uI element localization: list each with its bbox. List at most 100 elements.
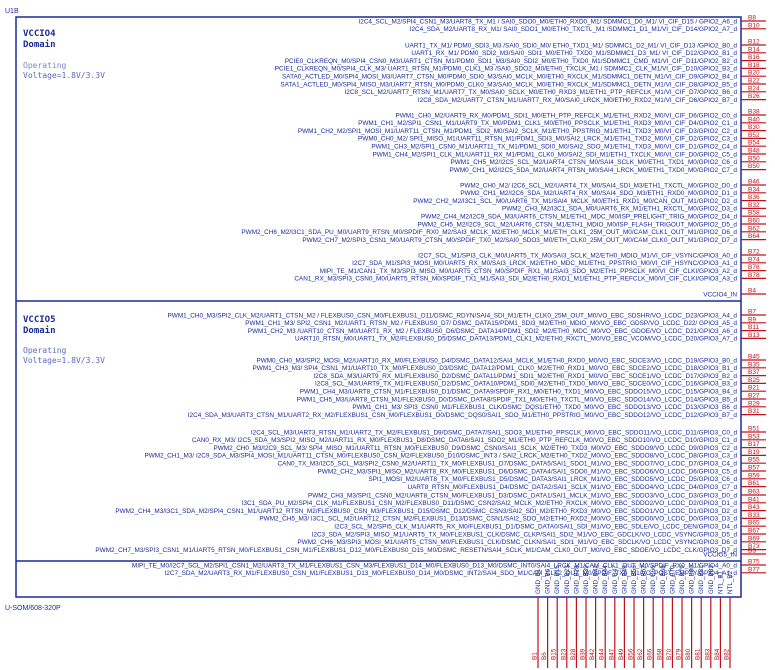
gnd-pin-number: B79 xyxy=(676,648,683,660)
pin-function-label: SATA1_ACTLED_M0/SPI4_MISO_M3/UART7_RTSN_… xyxy=(280,81,737,88)
pin-function-label: PWM2_CH0_M2/ I2C6_SCL_M2/UART4_TX_M0/SAI… xyxy=(460,182,737,189)
pin-number: B57 xyxy=(748,465,760,472)
pin-number: B14 xyxy=(748,46,760,53)
gnd-pin-number: B6 xyxy=(541,652,548,660)
pin-function-label: I2C4_SDA_M2/UART8_RX_M1/ SAI0_SDO1_M0/ET… xyxy=(410,26,738,33)
pin-function-label: PWM2_CH4_M3/I3C1_SDA_M2/SPI4_CSN1_M1/UAR… xyxy=(115,508,737,515)
pin-function-label: PWM2_CH0_M3/I2C9_SCL_M3/ SPI4_MISO_M1/UA… xyxy=(213,445,737,452)
pin-number: B38 xyxy=(748,109,760,116)
gnd-pin-number: B66 xyxy=(647,648,654,660)
domain-title: VCCIO4 xyxy=(23,29,56,39)
gnd-pin-label: GND_B79 xyxy=(679,565,686,594)
pin-number: B27 xyxy=(748,393,760,400)
pin-number: B63 xyxy=(748,489,760,496)
pin-function-label: CAN0_TX_M3/I2C5_SCL_M3/SPI2_CSN0_M2/UART… xyxy=(278,461,738,468)
gnd-pin-label: GND_B6 xyxy=(545,568,552,594)
gnd-pin-label: GND_B1 xyxy=(535,568,542,594)
gnd-pin-label: GND_B47 xyxy=(612,565,619,594)
domain-vccio4-label: VCCIO4 Domain Operating Voltage=1.8V/3.3… xyxy=(23,29,105,80)
pin-function-label: PWM1_CH2_M3 /UART10_CTSN_M0/UART1_RX_M2 … xyxy=(248,328,738,335)
gnd-pin-number: B70 xyxy=(666,648,673,660)
pin-number: B76 xyxy=(748,264,760,271)
pin-function-label: I2C8_SCL_M3/UART9_TX_M1/FLEXBUS0_D2/DSMC… xyxy=(315,381,737,388)
gnd-pin-label: GND_B62 xyxy=(641,565,648,594)
pin-function-label: PWM2_CH3_M3/SPI1_CSN0_M2/UART8_CTSN_M0/F… xyxy=(308,492,737,499)
pin-number: B9 xyxy=(748,316,756,323)
pin-function-label: PWM1_CH1_M2/SPI1_CSN1_M1/UART9_TX_M0/PDM… xyxy=(358,120,737,127)
pin-number: B41 xyxy=(748,496,760,503)
pin-number: B62 xyxy=(748,225,760,232)
part-name: U-SOM/608-320P xyxy=(5,605,61,612)
pin-number: B29 xyxy=(748,400,760,407)
pin-number: B25 xyxy=(748,377,760,384)
pin-function-label: MIPI_TE_M0/I2C7_SCL_M2/SPI1_CSN1_M2/UART… xyxy=(132,562,738,569)
gnd-pin-number: B39 xyxy=(580,648,587,660)
gnd-pin-label: GND_B49 xyxy=(621,565,628,594)
gnd-pin-label: GND_B23 xyxy=(564,565,571,594)
operating-label: Operating xyxy=(23,346,67,355)
pin-function-label: PWM2_CH7_M2/SPI3_CSN1_M0/UART9_CTSN_M0/S… xyxy=(302,237,737,244)
gnd-pin-number: B49 xyxy=(618,648,625,660)
pin-number: B53 xyxy=(748,433,760,440)
gnd-pin-label: GND_B44 xyxy=(602,565,609,594)
pin-number: B37 xyxy=(748,369,760,376)
pin-function-label: I2C8_SDA_M3/UART9_RX_M1/FLEXBUS0_D2/DSMC… xyxy=(313,373,737,380)
pin-function-label: CAN0_RX_M3/ I2C5_SDA_M3/SPI2_MISO_M2/UAR… xyxy=(192,437,738,444)
pin-number: B19 xyxy=(748,449,760,456)
pin-function-label: PWM1_CH2_M2/SPI1_MOSI_M1/UART11_CTSN_M1/… xyxy=(298,128,738,135)
pin-number: B72 xyxy=(748,249,760,256)
pin-function-label: PWM1_CH3_M3/ SPI4_CSN1_M1/UART10_TX_M0/F… xyxy=(253,365,738,372)
pin-function-label: I2C7_SDA_M2/UART3_RX_M1/FLEXBUS0_CSN_M1/… xyxy=(165,570,738,577)
pin-number: B51 xyxy=(748,426,760,433)
gnd-pin-number: B28 xyxy=(570,648,577,660)
gnd-pin-number: B1 xyxy=(532,652,539,660)
pin-function-label: PWM2_CH7_M3/SPI3_CSN1_M1/UART5_RTSN_M0/F… xyxy=(95,547,737,554)
pin-function-label: UART8_RTSN_M0/FLEXBUS1_D4/DSMC_DATA2/SAI… xyxy=(408,484,738,491)
gnd-pin-label: GND_B28 xyxy=(573,565,580,594)
gnd-pin-label: GND_B80 xyxy=(689,565,696,594)
pin-number: B26 xyxy=(748,93,760,100)
pin-function-label: MIPI_TE_M1/CAN1_TX_M3/SPI3_MISO_M0/UART5… xyxy=(320,268,738,275)
pin-function-label: PWM2_CH3_M2/I3C1_SDA_M0/UART6_RX_M1/ETH1… xyxy=(502,206,737,213)
pin-number: B75 xyxy=(748,559,760,566)
pin-function-label: I2C4_SCL_M2/SPI4_CSN1_M3/UART8_TX_M1 / S… xyxy=(358,18,737,25)
pin-number: B16 xyxy=(748,54,760,61)
gnd-pin-number: B81 xyxy=(695,648,702,660)
pin-number: B17 xyxy=(748,441,760,448)
pin-number: B8 xyxy=(748,15,756,22)
voltage-label: Voltage=1.8V/3.3V xyxy=(23,71,105,80)
gnd-pin-label: GND_B83 xyxy=(708,565,715,594)
gnd-pin-number: B47 xyxy=(608,648,615,660)
pin-number: B60 xyxy=(748,218,760,225)
pin-number: B33 xyxy=(748,512,760,519)
pin-number: B32 xyxy=(748,202,760,209)
pin-function-label: PCIE1_CLKREQN_M0/SPI4_CLK_M3/ UART1_RTSN… xyxy=(275,66,738,73)
pin-function-label: SATA0_ACTLED_M0/SPI4_MOSI_M3/UART7_CTSN_… xyxy=(282,74,737,81)
pin-function-label: PWM2_CH2_M2/I3C1_SCL_M0/UART6_TX_M1/SAI4… xyxy=(413,198,737,205)
pin-number: B31 xyxy=(748,408,760,415)
pin-number: B59 xyxy=(748,472,760,479)
pin-function-label: I2C3_SCL_M2/SPI5_CLK_M1/UART5_RX_M0/FLEX… xyxy=(334,524,737,531)
pin-function-label: PWM2_CH1_M2/I2C6_SDA_M2/UART4_RX_M0/SAI4… xyxy=(460,190,737,197)
pin-function-label: PWM2_CH4_M2/I2C9_SDA_M3/UART6_CTSN_M1/ET… xyxy=(421,214,737,221)
pin-number: B46 xyxy=(748,179,760,186)
pin-number: B52 xyxy=(748,132,760,139)
operating-label: Operating xyxy=(23,61,67,70)
pin-function-label: PWM1_CH0_M2/UART9_RX_M0/PDM1_SDI1_M0/ETH… xyxy=(395,112,737,119)
pin-function-label: PWM1_CH1_M3/ SPI3_CSN0_M1/FLEXBUS1_CLK/D… xyxy=(352,404,737,411)
gnd-pin-number: B83 xyxy=(704,648,711,660)
gnd-pin-label: NTL_B1 xyxy=(717,570,724,594)
power-pin-label: VCCIO5_IN xyxy=(703,551,737,558)
pin-function-label: PWM1_CH3_M2/SPI1_CSN0_M1/UART11_TX_M1/PD… xyxy=(371,144,737,151)
pin-function-label: PWM1_CH5_M3/UART8_CTSN_M1/FLEXBUS0_D0/DS… xyxy=(297,396,738,403)
pin-function-label: I2C4_SDA_M3/UART3_CTSN_M1/UART2_RX_M2/FL… xyxy=(188,412,738,419)
gnd-pin-number: B56 xyxy=(628,648,635,660)
pin-function-label: PWM1_CH4_M2/SPI1_CLK_M1/UART11_RX_M1/PDM… xyxy=(372,151,737,158)
pin-number: B12 xyxy=(748,39,760,46)
domain-sub: Domain xyxy=(23,325,56,336)
pin-function-label: CAN1_RX_M3/SPI3_CSN0_M0/UART5_RTSN_M0/SP… xyxy=(294,276,737,283)
designator: U1B xyxy=(5,8,19,15)
pin-function-label: PWM0_CH0_M2/ SPI1_MISO_M1/UART11_RTSN_M1… xyxy=(358,136,737,143)
pin-number: B40 xyxy=(748,116,760,123)
